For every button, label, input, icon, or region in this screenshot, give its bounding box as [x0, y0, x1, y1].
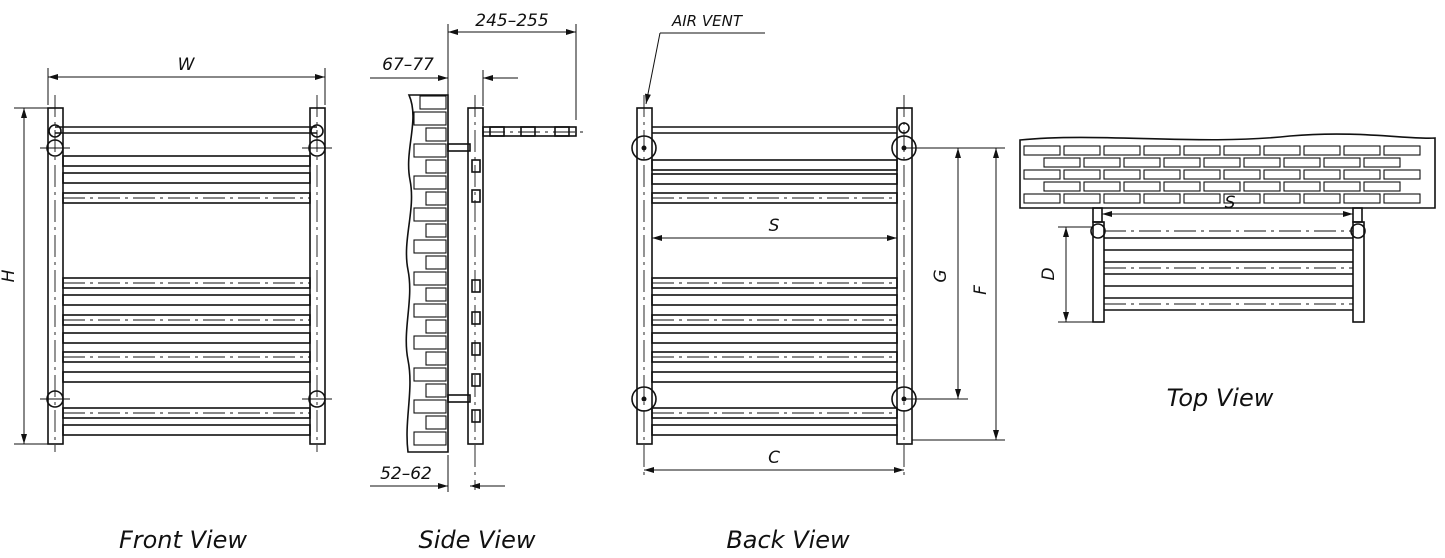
wall-brick — [1343, 193, 1381, 204]
wall-brick — [1063, 193, 1101, 204]
front-right-post — [309, 107, 326, 445]
side-top-arm — [482, 126, 577, 137]
wall-brick — [1103, 169, 1141, 180]
wall-brick — [1023, 145, 1061, 156]
wall-brick — [1083, 181, 1121, 192]
wall-brick — [1383, 169, 1421, 180]
back-connection-icon — [631, 135, 657, 161]
wall-brick — [1143, 169, 1181, 180]
top-dim-s-label: S — [1225, 193, 1236, 213]
dim-g-label: G — [931, 269, 951, 282]
wall-brick — [1143, 193, 1181, 204]
wall-brick — [1303, 145, 1341, 156]
wall-brick — [1263, 145, 1301, 156]
wall-brick — [1243, 181, 1281, 192]
dim-f-label: F — [971, 285, 991, 295]
back-rungs — [651, 159, 898, 436]
top-wall — [1019, 133, 1436, 209]
wall-brick — [1223, 169, 1261, 180]
back-right-post — [896, 107, 913, 445]
wall-brick — [1203, 157, 1241, 168]
front-rungs — [62, 155, 311, 436]
wall-brick — [1283, 157, 1321, 168]
wall-brick — [1383, 193, 1421, 204]
wall-brick — [1303, 169, 1341, 180]
front-left-post — [47, 107, 64, 445]
back-view-caption: Back View — [726, 526, 850, 554]
wall-brick — [1263, 169, 1301, 180]
wall-brick — [1143, 145, 1181, 156]
top-left-post — [1092, 221, 1105, 323]
side-mount-pipe — [447, 143, 471, 152]
side-wall — [405, 94, 449, 453]
wall-brick — [1103, 145, 1141, 156]
back-fitting-icon — [898, 122, 910, 134]
front-view: W H Front View — [0, 55, 332, 554]
top-view: S D Top View — [1019, 133, 1436, 412]
air-vent-label: AIR VENT — [671, 12, 744, 30]
wall-brick — [1163, 157, 1201, 168]
wall-brick — [1243, 157, 1281, 168]
wall-brick — [1343, 145, 1381, 156]
wall-brick — [1383, 145, 1421, 156]
dim-offset-bottom-label: 52–62 — [380, 464, 432, 484]
wall-brick — [1303, 193, 1341, 204]
wall-brick — [1283, 181, 1321, 192]
back-connection-icon — [631, 386, 657, 412]
wall-brick — [1063, 145, 1101, 156]
wall-brick — [1023, 193, 1061, 204]
top-right-post — [1352, 221, 1365, 323]
top-rungs — [1104, 230, 1353, 311]
wall-brick — [1223, 145, 1261, 156]
wall-brick — [1023, 169, 1061, 180]
side-post — [467, 107, 484, 445]
wall-brick — [1043, 157, 1081, 168]
back-left-post — [636, 107, 653, 445]
dim-offset-top-label: 67–77 — [382, 55, 434, 75]
wall-brick — [1063, 169, 1101, 180]
wall-brick — [1323, 181, 1361, 192]
dim-s-label: S — [769, 216, 780, 236]
wall-brick — [1123, 181, 1161, 192]
side-view: 245–255 67–77 52–62 Side View — [370, 11, 585, 554]
front-top-right-fitting — [310, 124, 324, 138]
wall-brick — [1203, 181, 1241, 192]
dim-projection-label: 245–255 — [475, 11, 548, 31]
wall-brick — [1363, 157, 1401, 168]
wall-brick — [1183, 193, 1221, 204]
wall-brick — [1323, 157, 1361, 168]
front-top-left-fitting — [48, 124, 62, 138]
wall-brick — [1343, 169, 1381, 180]
wall-brick — [1103, 193, 1141, 204]
back-view: AIR VENT S C G F Back View — [631, 12, 1005, 554]
dim-d-label: D — [1039, 267, 1059, 280]
side-mount-pipe — [447, 394, 471, 403]
front-view-caption: Front View — [119, 526, 247, 554]
dim-c-label: C — [768, 448, 780, 468]
top-view-caption: Top View — [1167, 384, 1274, 412]
dim-h-label: H — [0, 269, 19, 282]
wall-brick — [1183, 169, 1221, 180]
wall-brick — [1223, 193, 1261, 204]
wall-brick — [1123, 157, 1161, 168]
wall-brick — [1043, 181, 1081, 192]
dim-w-label: W — [178, 55, 196, 75]
wall-brick — [1263, 193, 1301, 204]
side-view-caption: Side View — [418, 526, 535, 554]
side-rung-ends — [471, 159, 481, 423]
wall-brick — [1363, 181, 1401, 192]
wall-brick — [1183, 145, 1221, 156]
wall-brick — [1083, 157, 1121, 168]
wall-brick — [1163, 181, 1201, 192]
